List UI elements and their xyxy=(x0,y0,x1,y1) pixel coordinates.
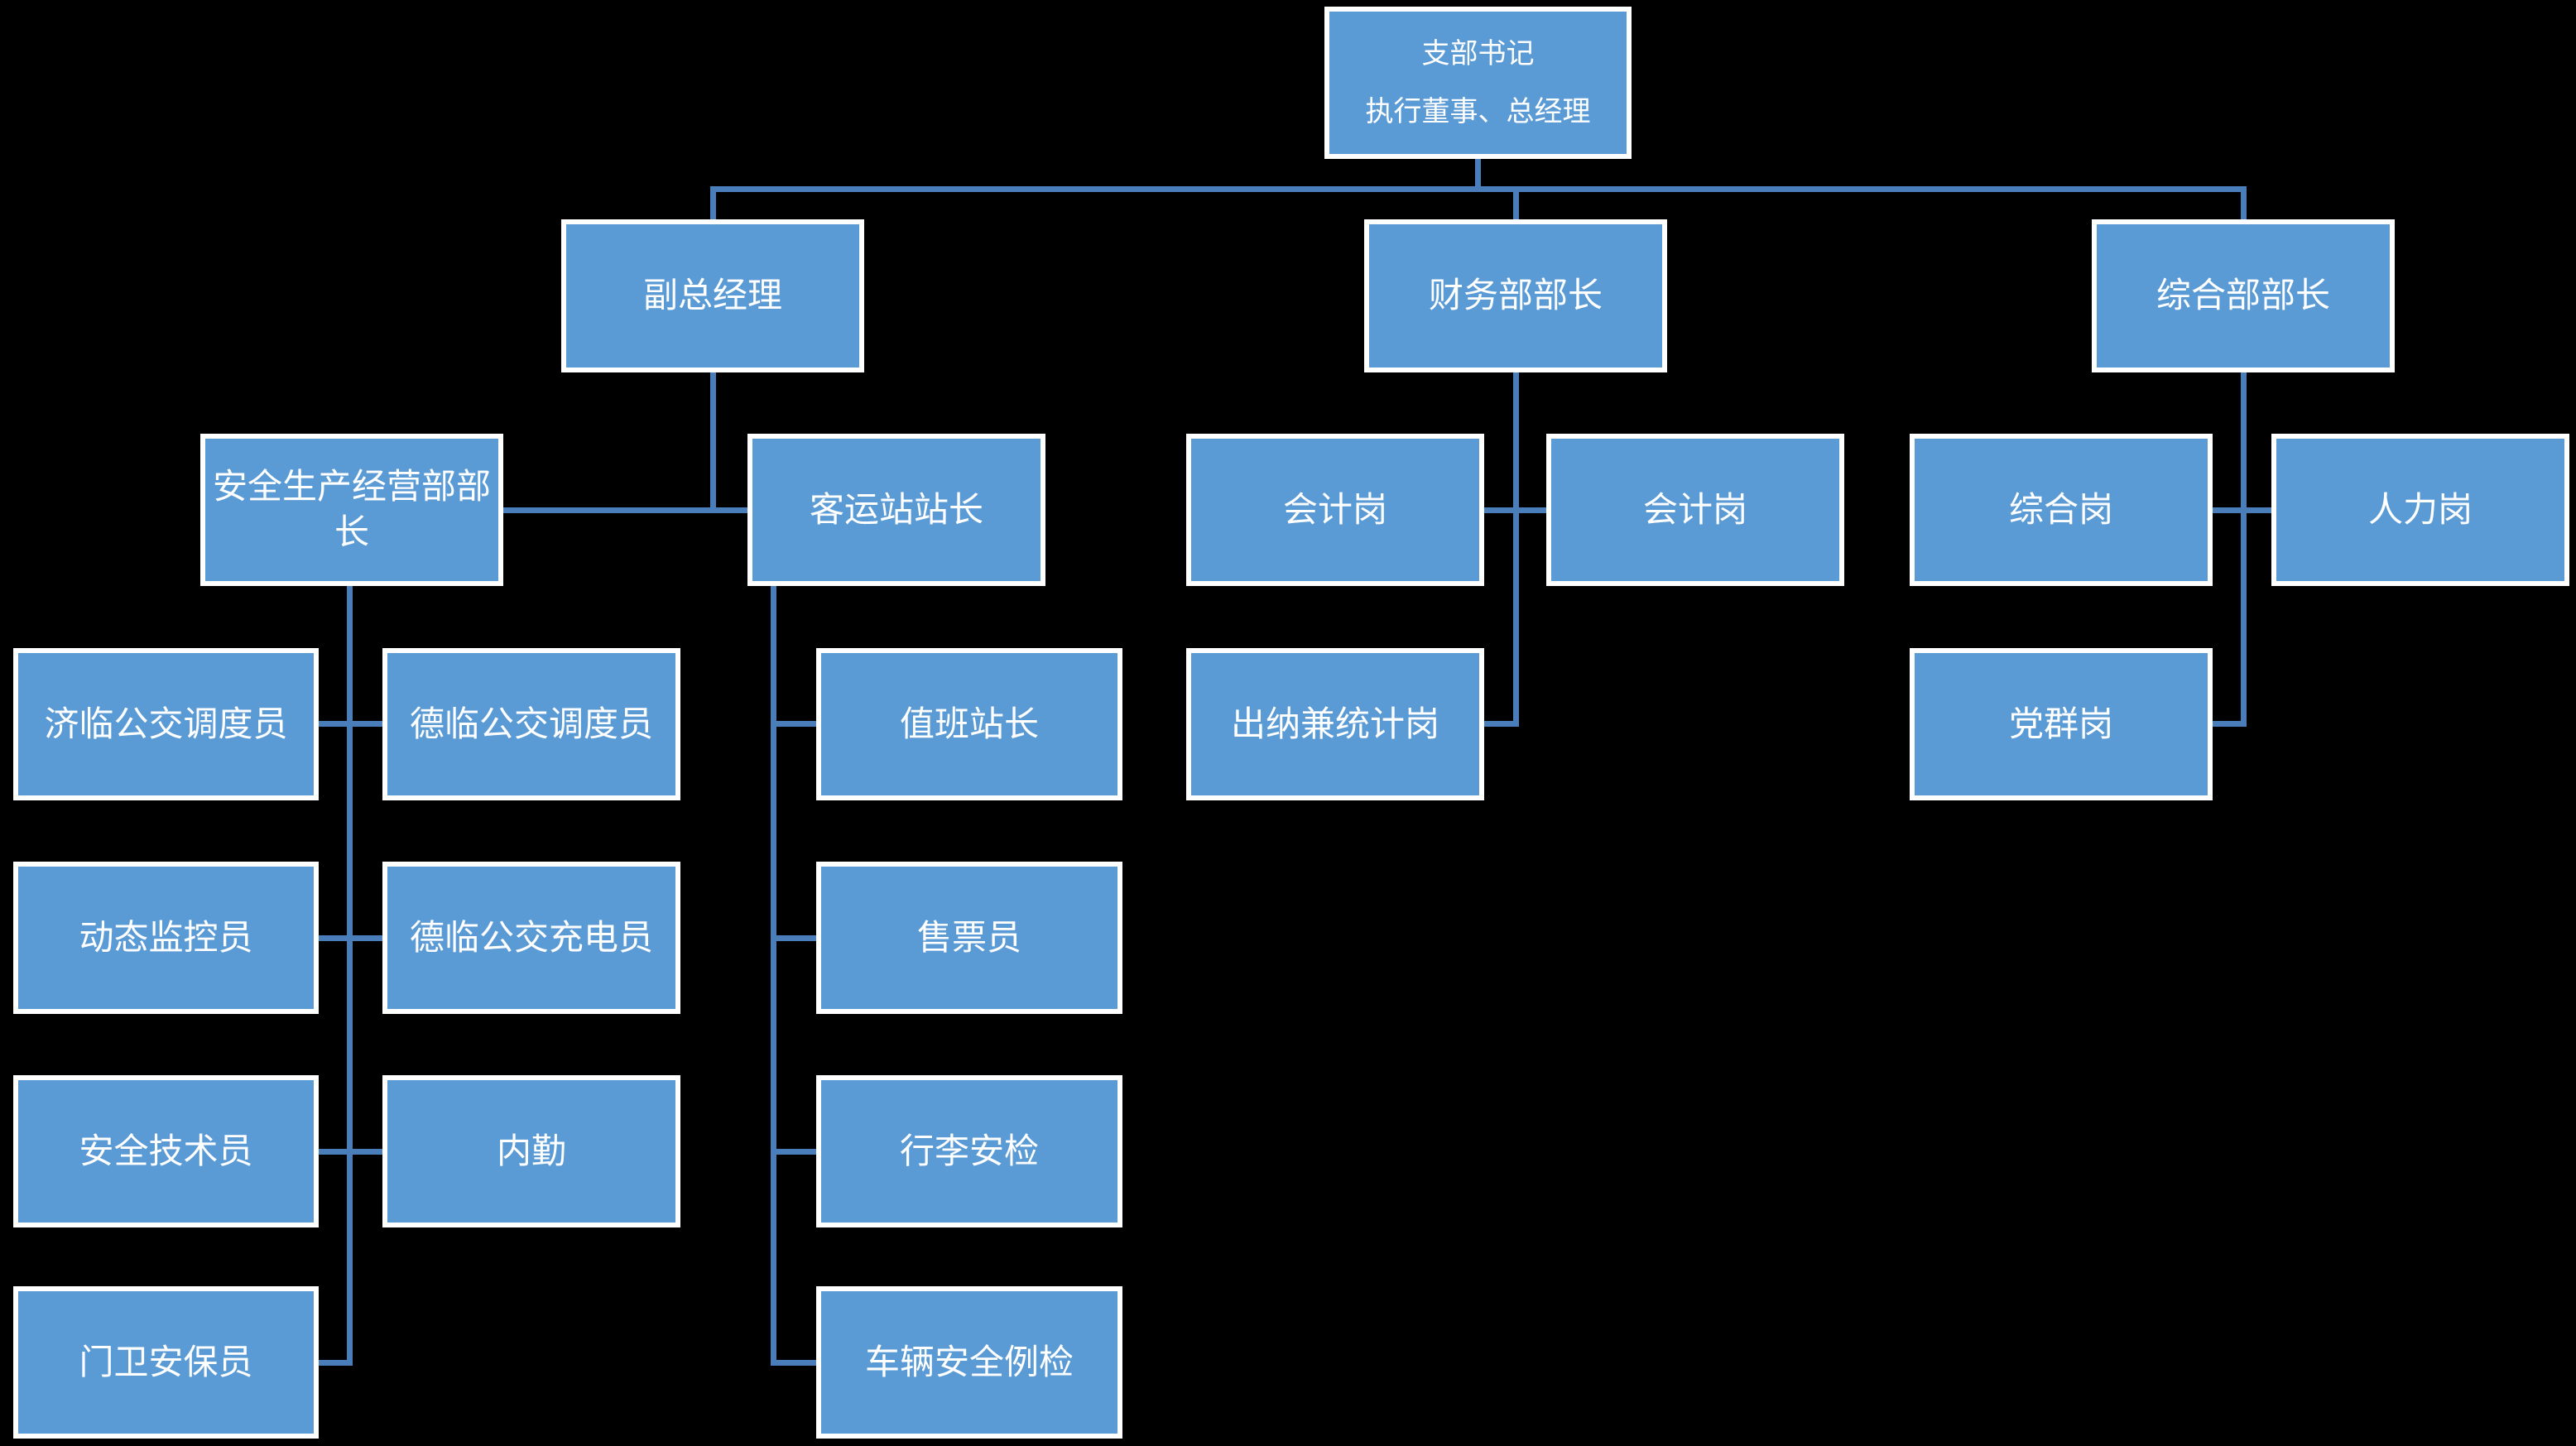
org-node-label: 安全生产经营部部长 xyxy=(212,467,491,551)
org-node-party-group-post[interactable]: 党群岗 xyxy=(1910,648,2213,800)
connector-general-row3-h xyxy=(2213,507,2271,513)
org-node-safety-technician[interactable]: 安全技术员 xyxy=(13,1075,319,1227)
org-node-office-clerk[interactable]: 内勤 xyxy=(382,1075,680,1227)
org-node-cashier-statistics-post[interactable]: 出纳兼统计岗 xyxy=(1186,648,1484,800)
org-node-label: 执行董事、总经理 xyxy=(1365,96,1591,127)
org-node-label: 德临公交调度员 xyxy=(409,704,653,743)
org-node-accounting-post-1[interactable]: 会计岗 xyxy=(1186,434,1484,586)
org-node-jilin-bus-dispatcher[interactable]: 济临公交调度员 xyxy=(13,648,319,800)
org-node-deputy-general-manager[interactable]: 副总经理 xyxy=(561,219,864,372)
org-node-accounting-post-2[interactable]: 会计岗 xyxy=(1546,434,1844,586)
connector-station-row5-h xyxy=(771,935,816,941)
connector-safety-row7-elbow xyxy=(319,1360,353,1366)
connector-deputy-drop xyxy=(710,186,716,219)
org-node-label: 售票员 xyxy=(916,917,1021,957)
connector-safety-spine xyxy=(347,586,353,1366)
org-node-label: 德临公交充电员 xyxy=(409,917,653,957)
connector-finance-row4-elbow xyxy=(1484,721,1519,727)
org-node-label: 出纳兼统计岗 xyxy=(1230,704,1439,743)
org-node-label: 支部书记 xyxy=(1421,37,1535,70)
connector-general-row4-elbow xyxy=(2213,721,2247,727)
org-node-label: 动态监控员 xyxy=(79,917,253,957)
org-node-duty-station-master[interactable]: 值班站长 xyxy=(816,648,1122,800)
org-node-label: 济临公交调度员 xyxy=(44,704,288,743)
org-node-label: 门卫安保员 xyxy=(79,1342,253,1381)
connector-safety-row5-h xyxy=(319,935,382,941)
org-node-dynamic-monitor[interactable]: 动态监控员 xyxy=(13,862,319,1014)
connector-row3-left-h xyxy=(503,507,747,513)
org-node-finance-dept-head[interactable]: 财务部部长 xyxy=(1364,219,1667,372)
connector-general-spine xyxy=(2241,372,2247,727)
org-node-label: 人力岗 xyxy=(2367,489,2473,529)
org-node-label: 综合部部长 xyxy=(2155,276,2330,315)
connector-station-spine xyxy=(771,586,776,1366)
org-node-luggage-security-check[interactable]: 行李安检 xyxy=(816,1075,1122,1227)
connector-station-row7-h xyxy=(771,1360,816,1366)
connector-safety-row4-h xyxy=(319,721,382,727)
org-node-general-dept-head[interactable]: 综合部部长 xyxy=(2092,219,2395,372)
connector-finance-drop xyxy=(1513,186,1519,219)
org-node-branch-secretary[interactable]: 支部书记 执行董事、总经理 xyxy=(1324,7,1632,159)
org-node-label: 值班站长 xyxy=(899,704,1039,743)
org-node-delin-bus-dispatcher[interactable]: 德临公交调度员 xyxy=(382,648,680,800)
org-node-hr-post[interactable]: 人力岗 xyxy=(2271,434,2569,586)
org-node-label: 客运站站长 xyxy=(809,489,983,529)
connector-general-drop xyxy=(2241,186,2247,219)
org-node-label: 财务部部长 xyxy=(1428,276,1603,315)
connector-finance-spine xyxy=(1513,372,1519,727)
org-node-ticket-seller[interactable]: 售票员 xyxy=(816,862,1122,1014)
org-node-label: 综合岗 xyxy=(2008,489,2113,529)
connector-trunk xyxy=(710,186,2247,192)
org-node-label: 车辆安全例检 xyxy=(864,1342,1074,1381)
org-node-label: 副总经理 xyxy=(642,276,782,315)
org-node-label: 党群岗 xyxy=(2008,704,2113,743)
org-node-label: 会计岗 xyxy=(1642,489,1747,529)
org-node-label: 会计岗 xyxy=(1282,489,1387,529)
connector-safety-row6-h xyxy=(319,1149,382,1155)
org-node-safety-production-dept-head[interactable]: 安全生产经营部部长 xyxy=(200,434,503,586)
connector-station-row4-h xyxy=(771,721,816,727)
org-node-label: 内勤 xyxy=(496,1131,566,1170)
connector-station-row6-h xyxy=(771,1149,816,1155)
org-node-label: 安全技术员 xyxy=(79,1131,253,1170)
org-node-general-affairs-post[interactable]: 综合岗 xyxy=(1910,434,2213,586)
org-node-gate-security-guard[interactable]: 门卫安保员 xyxy=(13,1286,319,1439)
org-node-label: 行李安检 xyxy=(899,1131,1039,1170)
org-node-passenger-station-master[interactable]: 客运站站长 xyxy=(747,434,1045,586)
org-node-vehicle-safety-inspection[interactable]: 车辆安全例检 xyxy=(816,1286,1122,1439)
connector-deputy-stem xyxy=(710,372,716,510)
connector-finance-row3-h xyxy=(1484,507,1546,513)
connector-root-riser xyxy=(1475,156,1481,192)
org-node-delin-bus-charger[interactable]: 德临公交充电员 xyxy=(382,862,680,1014)
